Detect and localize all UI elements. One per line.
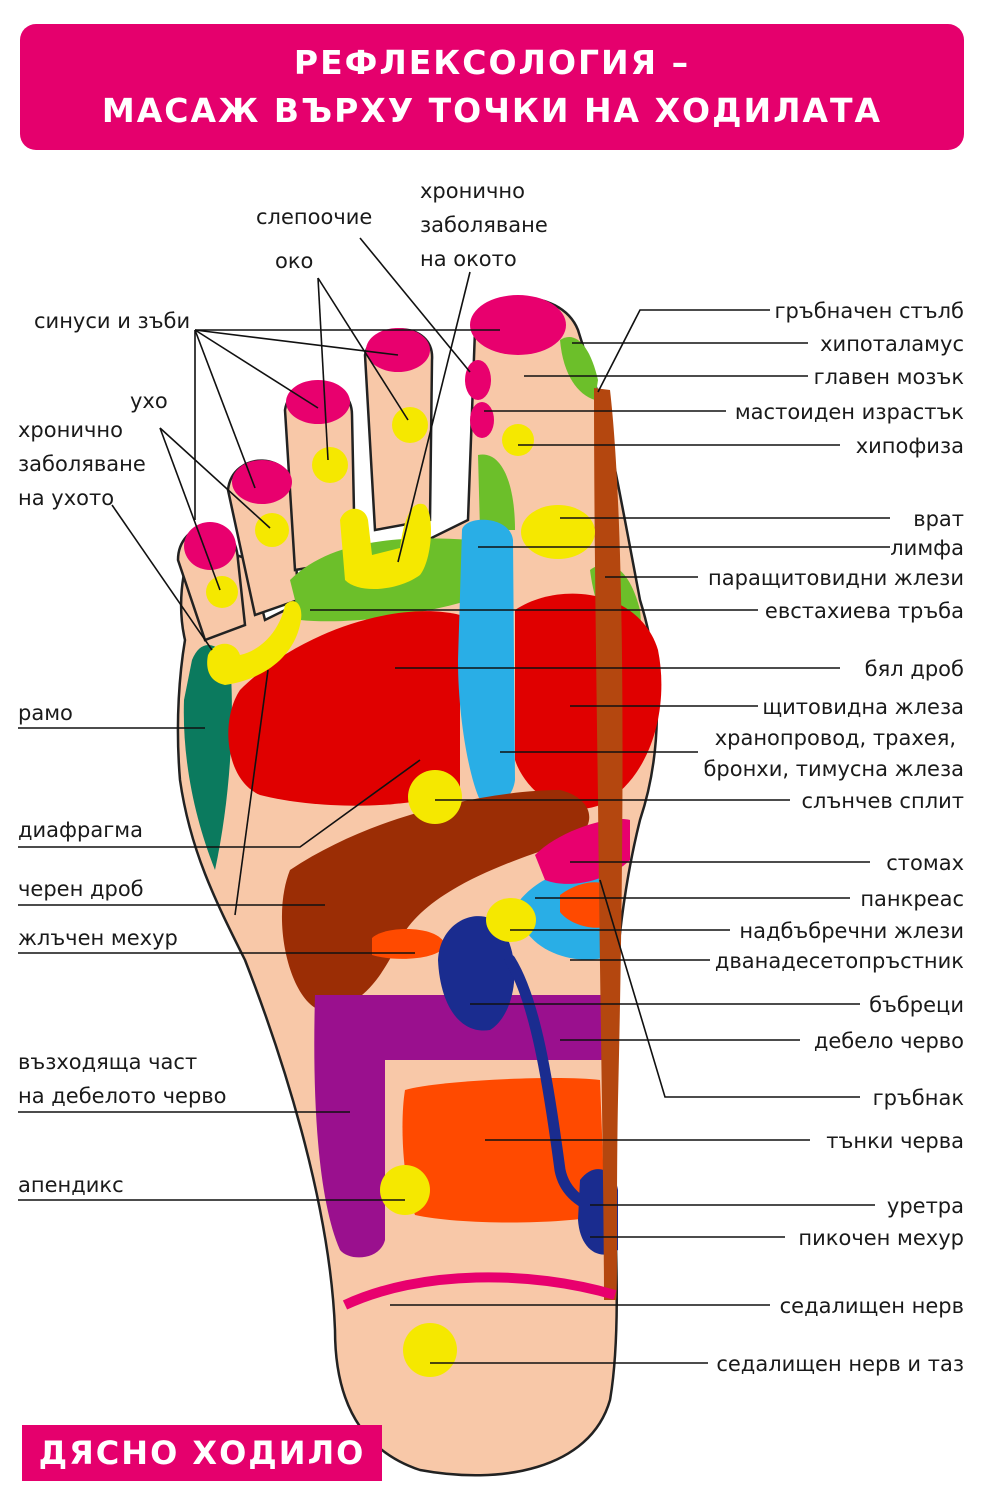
colon-zone (314, 995, 612, 1258)
label-lung: бял дроб (865, 657, 964, 681)
kidney-zone (438, 916, 515, 1031)
gallbladder-zone (372, 928, 445, 959)
label-chronic-ear-2: заболяване (18, 452, 146, 476)
toe-tip-5 (184, 522, 236, 570)
pituitary-point (502, 424, 534, 456)
toe-tip-3 (286, 380, 350, 424)
eye-point (392, 407, 428, 443)
neck-green-zone (478, 454, 515, 530)
eye-point-2 (312, 447, 348, 483)
footer-label: ДЯСНО ХОДИЛО (38, 1434, 366, 1472)
sinus-band-1 (340, 503, 432, 590)
label-shoulder: рамо (18, 701, 73, 725)
toe-tip-1 (470, 295, 566, 355)
label-chronic-ear-1: хронично (18, 418, 123, 442)
appendix-point (380, 1165, 430, 1215)
label-eye: око (275, 249, 313, 273)
title-banner: РЕФЛЕКСОЛОГИЯ – МАСАЖ ВЪРХУ ТОЧКИ НА ХОД… (20, 24, 964, 150)
label-thyroid: щитовидна жлеза (762, 695, 964, 719)
label-chronic-eye-3: на окото (420, 247, 517, 271)
label-chronic-eye-2: заболяване (420, 213, 548, 237)
lung-left (228, 611, 460, 806)
pelvis-point (403, 1323, 457, 1377)
label-adrenal: надбъбречни жлези (739, 919, 964, 943)
label-sinuses: синуси и зъби (34, 309, 190, 333)
label-mastoid: мастоиден израстък (735, 400, 964, 424)
pancreas-zone (560, 882, 612, 928)
label-chronic-ear-3: на ухото (18, 486, 114, 510)
label-pituitary: хипофиза (856, 434, 964, 458)
esophagus-zone (458, 519, 515, 806)
label-solar-plexus: слънчев сплит (802, 789, 965, 813)
sciatic-nerve-zone (342, 1272, 617, 1310)
title-line-1: РЕФЛЕКСОЛОГИЯ – (293, 43, 691, 82)
label-brain: главен мозък (814, 365, 964, 389)
lung-right (515, 593, 662, 809)
label-spine: гръбнак (873, 1086, 964, 1110)
solar-plexus-point (408, 770, 462, 824)
label-small-intestine: тънки черва (826, 1129, 964, 1153)
liver-zone (281, 790, 590, 1010)
label-spinal-column: гръбначен стълб (775, 299, 964, 323)
labels: слепоочие око хронично заболяване на око… (18, 179, 964, 1376)
label-bladder: пикочен мехур (798, 1226, 964, 1250)
label-esophagus-2: бронхи, тимусна жлеза (703, 757, 964, 781)
label-parathyroid: паращитовидни жлези (708, 566, 964, 590)
label-stomach: стомах (886, 851, 964, 875)
label-sciatic-pelvis: седалищен нерв и таз (716, 1352, 964, 1376)
toe-tip-2 (366, 328, 430, 372)
label-ascending-colon-1: възходяща част (18, 1050, 197, 1074)
label-diaphragm: диафрагма (18, 818, 143, 842)
label-esophagus-1: хранопровод, трахея, (715, 726, 956, 750)
neck-point (521, 505, 595, 559)
label-liver: черен дроб (18, 877, 144, 901)
spine-zone (594, 388, 623, 1300)
label-chronic-eye-1: хронично (420, 179, 525, 203)
toe-tip-4 (232, 460, 292, 504)
label-kidneys: бъбреци (869, 993, 964, 1017)
hypothalamus-zone (560, 336, 598, 400)
label-ear: ухо (130, 389, 168, 413)
label-duodenum: дванадесетопръстник (715, 949, 964, 973)
shoulder-zone (183, 645, 232, 870)
right-foot-badge: ДЯСНО ХОДИЛО (22, 1425, 382, 1481)
leader-lines (18, 237, 890, 1364)
label-gallbladder: жлъчен мехур (18, 926, 178, 950)
title-line-2: МАСАЖ ВЪРХУ ТОЧКИ НА ХОДИЛАТА (101, 91, 883, 130)
mastoid-zone (470, 402, 494, 438)
label-eustachian: евстахиева тръба (765, 599, 964, 623)
adrenal-point (486, 898, 536, 942)
label-neck: врат (913, 507, 964, 531)
label-pancreas: панкреас (860, 887, 964, 911)
label-ascending-colon-2: на дебелото черво (18, 1084, 227, 1108)
label-lymph: лимфа (890, 536, 964, 560)
label-temple: слепоочие (256, 205, 372, 229)
ear-point-2 (206, 576, 238, 608)
label-appendix: апендикс (18, 1173, 124, 1197)
temple-zone (465, 360, 491, 400)
sinus-band-2 (207, 601, 302, 685)
label-sciatic: седалищен нерв (780, 1294, 964, 1318)
foot-zones (176, 295, 662, 1477)
label-hypothalamus: хипоталамус (820, 332, 964, 356)
label-urethra: уретра (887, 1194, 964, 1218)
label-colon: дебело черво (814, 1029, 964, 1053)
